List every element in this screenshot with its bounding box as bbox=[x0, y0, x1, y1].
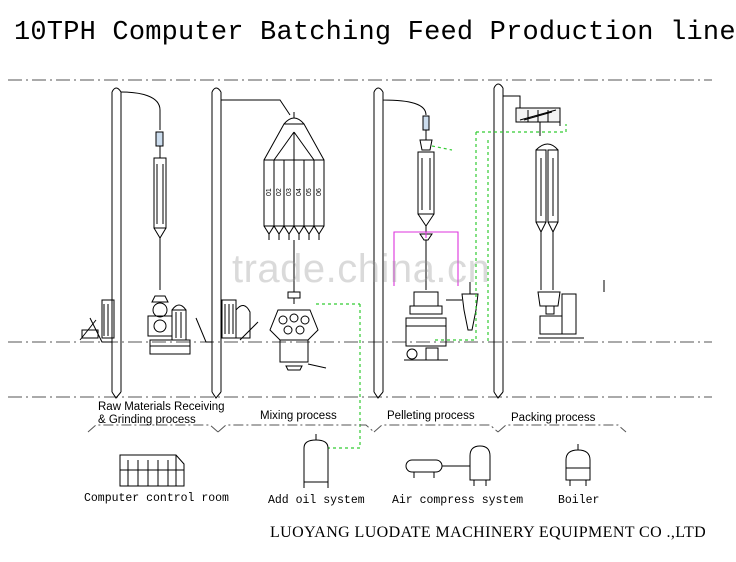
section-brackets bbox=[87, 424, 627, 433]
bin-number-label: 03 bbox=[286, 188, 293, 196]
label-control-room: Computer control room bbox=[84, 492, 229, 505]
finished-product-bins bbox=[535, 143, 605, 292]
batching-bins bbox=[263, 112, 325, 240]
feeder-column-1 bbox=[153, 131, 167, 290]
intake-pit-2 bbox=[195, 299, 259, 343]
oil-pipeline bbox=[316, 124, 567, 449]
label-air-compress: Air compress system bbox=[392, 494, 524, 507]
distributor bbox=[515, 107, 561, 136]
control-room-icon bbox=[119, 454, 185, 487]
pellet-mill bbox=[404, 291, 448, 361]
oil-tank-icon bbox=[303, 434, 329, 488]
pellet-feeder-column bbox=[417, 115, 435, 290]
section-packing: Packing process bbox=[511, 412, 596, 424]
batching-scale bbox=[287, 240, 301, 304]
section-pelleting: Pelleting process bbox=[387, 410, 475, 422]
mixer bbox=[269, 309, 327, 371]
page-title: 10TPH Computer Batching Feed Production … bbox=[14, 18, 736, 48]
boiler-icon bbox=[565, 444, 591, 486]
floor-guide-lines bbox=[8, 79, 712, 398]
bucket-elevator-3 bbox=[373, 87, 427, 399]
company-name: LUOYANG LUODATE MACHINERY EQUIPMENT CO .… bbox=[270, 524, 707, 541]
bin-number-label: 04 bbox=[296, 188, 303, 196]
bucket-elevator-4 bbox=[493, 83, 521, 399]
intake-pit-1 bbox=[79, 299, 115, 343]
packing-scale bbox=[537, 291, 584, 339]
steam-pipeline bbox=[393, 231, 459, 286]
section-raw-materials: Raw Materials Receiving & Grinding proce… bbox=[98, 401, 225, 427]
label-boiler: Boiler bbox=[558, 494, 600, 507]
watermark: trade.china.cn bbox=[232, 247, 491, 291]
section-mixing: Mixing process bbox=[260, 410, 337, 422]
cyclone bbox=[446, 282, 479, 331]
bin-number-label: 06 bbox=[316, 188, 323, 196]
hammer-mill-1 bbox=[147, 295, 191, 355]
bin-number-label: 02 bbox=[276, 188, 283, 196]
section-raw-line2: & Grinding process bbox=[98, 414, 196, 426]
label-add-oil: Add oil system bbox=[268, 494, 365, 507]
section-raw-line1: Raw Materials Receiving bbox=[98, 401, 225, 413]
air-compressor-icon bbox=[405, 445, 491, 486]
bin-number-label: 05 bbox=[306, 188, 313, 196]
bucket-elevator-1 bbox=[111, 87, 161, 399]
bin-number-label: 01 bbox=[266, 188, 273, 196]
